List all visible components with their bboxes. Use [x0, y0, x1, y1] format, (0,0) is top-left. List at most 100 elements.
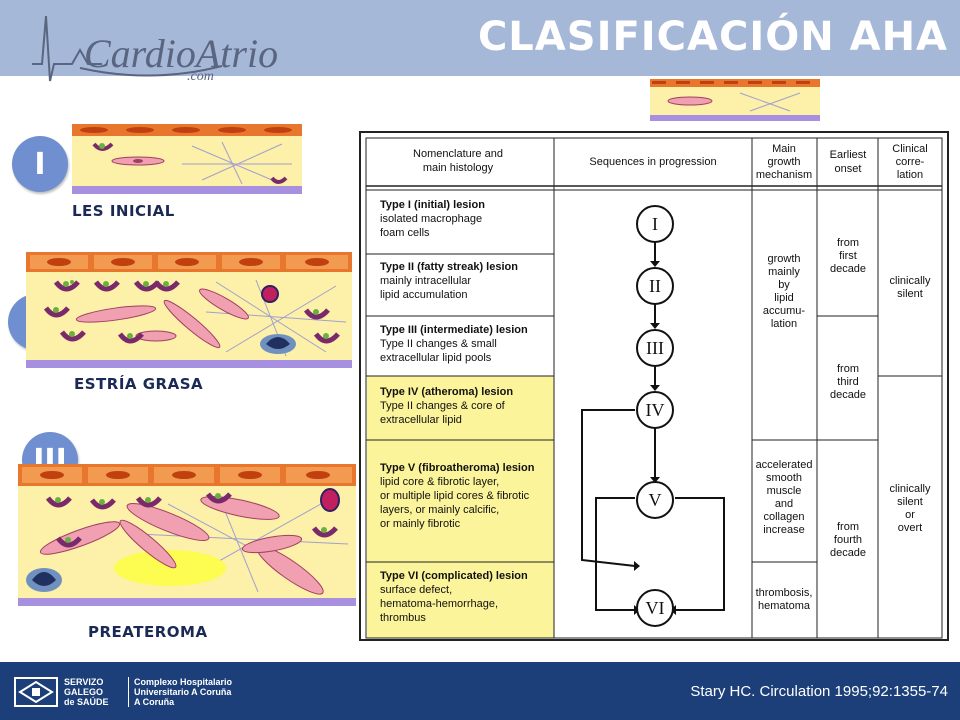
lesion-2-line: mainly intracellular: [380, 275, 471, 287]
lesion-4-line: Type II changes & core of: [380, 400, 506, 412]
header-mechanism-1: Main: [772, 143, 796, 155]
header-nomenclature-1: Nomenclature and: [413, 148, 503, 160]
hospital-name: Complexo Hospitalario Universitario A Co…: [134, 677, 274, 707]
lesion-3-line: extracellular lipid pools: [380, 352, 492, 364]
stage-3-artery-illustration: [18, 464, 356, 606]
brand-domain: .com: [187, 69, 214, 84]
progression-node-2: [636, 267, 674, 305]
onset-3-line: fourth: [834, 534, 862, 546]
lesion-5-line: or mainly fibrotic: [380, 518, 461, 530]
org-line-1: SERVIZO: [64, 677, 104, 687]
lesion-5-line: layers, or mainly calcific,: [380, 504, 499, 516]
onset-1-line: decade: [830, 263, 866, 275]
sergas-logo[interactable]: SERVIZO GALEGO de SAÚDE Complexo Hospita…: [14, 677, 274, 709]
header-clinical-2: corre-: [896, 156, 925, 168]
mechanism-2-line: muscle: [767, 485, 802, 497]
lesion-2-line: lipid accumulation: [380, 289, 467, 301]
progression-label-6: VI: [646, 598, 665, 618]
lesion-6-line: thrombus: [380, 612, 426, 624]
logo-divider: [128, 677, 129, 707]
mechanism-3-line: hematoma: [758, 600, 811, 612]
stage-2-artery-illustration: [26, 252, 352, 368]
progression-label-2: II: [649, 276, 661, 296]
sergas-org-name: SERVIZO GALEGO de SAÚDE: [64, 677, 124, 707]
onset-3-line: decade: [830, 547, 866, 559]
mechanism-1-line: by: [778, 279, 790, 291]
progression-label-1: I: [652, 214, 658, 234]
header-sequences: Sequences in progression: [589, 156, 716, 168]
lesion-3-line: Type II changes & small: [380, 338, 497, 350]
lesion-5-line: lipid core & fibrotic layer,: [380, 476, 499, 488]
footer-bar: [0, 662, 960, 720]
lesion-6-line: surface defect,: [380, 584, 452, 596]
onset-2-line: decade: [830, 389, 866, 401]
mechanism-2-line: increase: [763, 524, 805, 536]
sergas-emblem-icon: [14, 677, 58, 707]
header-clinical-1: Clinical: [892, 143, 927, 155]
progression-node-6: [636, 589, 674, 627]
clinical-1-line: silent: [897, 288, 923, 300]
progression-node-1: [636, 205, 674, 243]
lesion-1-title: Type I (initial) lesion: [380, 199, 485, 211]
stage-badge-1: I: [12, 136, 68, 192]
mechanism-1-line: accumu-: [763, 305, 806, 317]
progression-node-5: [636, 481, 674, 519]
clinical-2-line: overt: [898, 522, 922, 534]
artery-wall-strip-illustration: [650, 79, 820, 121]
mechanism-1-line: lation: [771, 318, 797, 330]
mechanism-3-line: thrombosis,: [756, 587, 813, 599]
clinical-2-line: silent: [897, 496, 923, 508]
lesion-5-title: Type V (fibroatheroma) lesion: [380, 462, 535, 474]
brand-name: CardioAtrio: [84, 31, 279, 76]
lesion-4-line: extracellular lipid: [380, 414, 462, 426]
onset-1-line: first: [839, 250, 857, 262]
mechanism-2-line: smooth: [766, 472, 802, 484]
onset-1-line: from: [837, 237, 859, 249]
stage-label-2: ESTRÍA GRASA: [74, 375, 204, 393]
page-title: CLASIFICACIÓN AHA: [477, 14, 948, 60]
org-line-2: GALEGO: [64, 687, 104, 697]
hospital-line-1: Complexo Hospitalario: [134, 677, 233, 687]
lesion-6-line: hematoma-hemorrhage,: [380, 598, 498, 610]
mechanism-2-line: collagen: [764, 511, 805, 523]
onset-3-line: from: [837, 521, 859, 533]
header-onset-1: Earliest: [830, 149, 867, 161]
progression-node-4: [636, 391, 674, 429]
lesion-2-title: Type II (fatty streak) lesion: [380, 261, 518, 273]
header-mechanism-2: growth: [767, 156, 800, 168]
clinical-2-line: clinically: [890, 483, 931, 495]
ecg-trace-icon: [32, 15, 223, 82]
header-bar: [0, 0, 960, 76]
progression-node-3: [636, 329, 674, 367]
lesion-1-line: isolated macrophage: [380, 213, 482, 225]
cardioatrio-logo[interactable]: CardioAtrio .com: [32, 6, 278, 86]
progression-label-3: III: [646, 338, 664, 358]
progression-label-4: IV: [646, 400, 665, 420]
aha-classification-table: Nomenclature and main histology Sequence…: [358, 130, 950, 642]
stage-1-artery-illustration: [72, 124, 302, 194]
header-clinical-3: lation: [897, 169, 923, 181]
org-line-3: de SAÚDE: [64, 697, 109, 707]
progression-label-5: V: [649, 490, 662, 510]
mechanism-1-line: growth: [767, 253, 800, 265]
mechanism-2-line: and: [775, 498, 793, 510]
onset-2-line: from: [837, 363, 859, 375]
lesion-5-line: or multiple lipid cores & fibrotic: [380, 490, 530, 502]
lesion-6-title: Type VI (complicated) lesion: [380, 570, 528, 582]
hospital-line-3: A Coruña: [134, 697, 175, 707]
stage-label-1: LES INICIAL: [72, 202, 175, 220]
lesion-3-title: Type III (intermediate) lesion: [380, 324, 528, 336]
mechanism-1-line: mainly: [768, 266, 800, 278]
hospital-line-2: Universitario A Coruña: [134, 687, 232, 697]
mechanism-1-line: lipid: [774, 292, 794, 304]
header-onset-2: onset: [835, 163, 862, 175]
lesion-1-line: foam cells: [380, 227, 430, 239]
highlight-advanced-lesions: [367, 376, 554, 638]
stage-label-3: PREATEROMA: [88, 623, 208, 641]
onset-2-line: third: [837, 376, 858, 388]
clinical-1-line: clinically: [890, 275, 931, 287]
classification-table-svg: Nomenclature and main histology Sequence…: [359, 131, 949, 641]
citation: Stary HC. Circulation 1995;92:1355-74: [690, 683, 948, 700]
clinical-2-line: or: [905, 509, 915, 521]
mechanism-2-line: accelerated: [756, 459, 813, 471]
